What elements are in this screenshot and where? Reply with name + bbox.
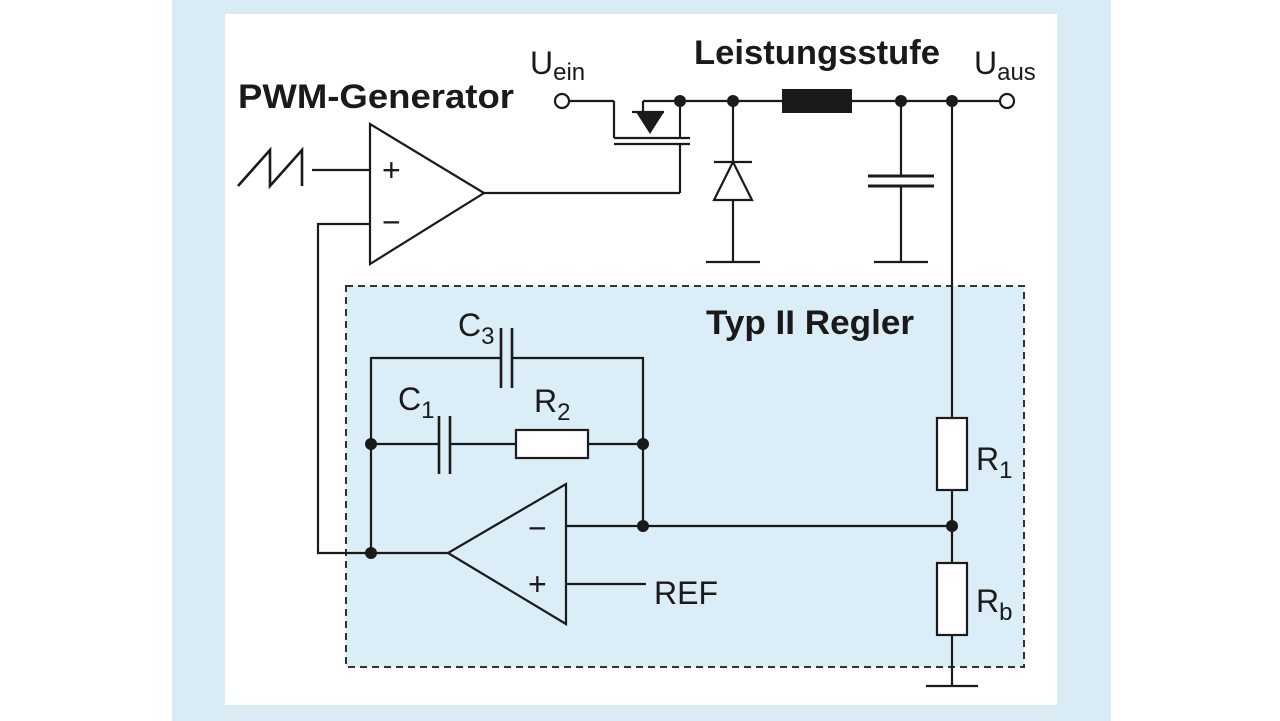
- c1-label: C1: [398, 381, 434, 424]
- rb-label: Rb: [976, 583, 1012, 626]
- uein-terminal: [553, 92, 571, 110]
- sawtooth-symbol: [237, 146, 304, 190]
- inductor: [782, 89, 852, 113]
- pwm-plus-sign: +: [382, 152, 401, 188]
- junction-dots: [365, 95, 958, 559]
- resistor-rb: [935, 561, 969, 637]
- pwm-minus-sign: −: [382, 204, 401, 240]
- controller-label: Typ II Regler: [706, 304, 914, 342]
- freewheel-diode: [712, 159, 754, 202]
- ea-plus-sign: +: [528, 566, 547, 602]
- uaus-label: Uaus: [974, 45, 1036, 86]
- resistor-r2: [514, 428, 590, 460]
- ea-minus-sign: −: [528, 510, 547, 546]
- uein-label: Uein: [530, 45, 585, 86]
- r1-label: R1: [976, 441, 1012, 484]
- controller-box: [345, 285, 1025, 668]
- error-amplifier: [445, 482, 568, 626]
- r2-label: R2: [534, 383, 570, 426]
- ref-label: REF: [654, 575, 718, 611]
- resistor-r1: [935, 416, 969, 492]
- power-stage-label: Leistungsstufe: [694, 34, 940, 72]
- pwm-generator-label: PWM-Generator: [238, 78, 514, 116]
- pwm-comparator: [368, 122, 487, 266]
- mosfet-body-diode: [636, 112, 664, 134]
- c3-label: C3: [458, 307, 494, 350]
- uaus-terminal: [998, 92, 1016, 110]
